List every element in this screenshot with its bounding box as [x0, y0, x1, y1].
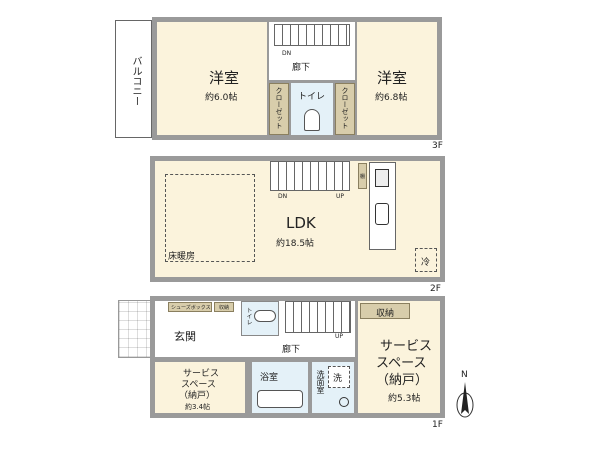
- ldk-name: LDK: [286, 214, 316, 232]
- service-space-right: 収納 サービス スペース （納戸） 約5.3帖: [358, 301, 440, 413]
- toilet-1f: トイレ: [241, 301, 279, 336]
- hall-label: 廊下: [292, 63, 311, 73]
- washroom-label: 洗面室: [316, 370, 325, 394]
- up-label: UP: [335, 333, 344, 340]
- stove-icon: [375, 169, 389, 187]
- room-size: 約6.8帖: [375, 93, 408, 103]
- sink-icon: [339, 397, 349, 407]
- dn-label: DN: [282, 50, 292, 57]
- storage: 収納: [360, 303, 410, 319]
- stairs-2f: [270, 161, 350, 191]
- floor-label-2f: 2F: [430, 284, 441, 294]
- compass-icon: [456, 382, 474, 418]
- sink-icon: [375, 203, 389, 225]
- toilet-icon: [304, 109, 320, 131]
- service-label: サービス: [183, 369, 220, 379]
- storage-small: 収納: [214, 302, 234, 312]
- compass: N: [450, 370, 480, 420]
- hall-label: 廊下: [282, 345, 301, 355]
- bathtub-icon: [257, 390, 303, 408]
- shelf-label: 棚: [360, 174, 366, 180]
- shelf: 棚: [358, 163, 367, 189]
- washer-space: 洗: [328, 366, 350, 388]
- room-name: 洋室: [377, 69, 408, 87]
- toilet-label: トイレ: [245, 307, 252, 325]
- service-label: スペース: [376, 356, 427, 371]
- floor-heating-label: 床暖房: [168, 252, 196, 262]
- fridge-space: 冷: [415, 248, 437, 272]
- room-size: 約6.0帖: [205, 93, 238, 103]
- room-western-right: 洋室 約6.8帖: [357, 22, 437, 135]
- fridge-label: 冷: [421, 258, 431, 268]
- toilet-label: トイレ: [298, 92, 326, 102]
- closet-label: クローゼット: [341, 87, 349, 129]
- floor-heating-area: 床暖房: [165, 174, 255, 262]
- closet-left: クローゼット: [269, 83, 289, 135]
- washer-label: 洗: [333, 374, 343, 384]
- north-label: N: [461, 370, 468, 380]
- service-space-left: サービス スペース （納戸） 約3.4帖: [155, 362, 245, 413]
- service-label: スペース: [181, 380, 216, 390]
- floor-label-1f: 1F: [432, 420, 443, 430]
- balcony-label: バルコニー: [130, 56, 141, 106]
- shoe-box-label: シューズボックス: [171, 305, 211, 311]
- entrance-label: 玄関: [174, 330, 196, 343]
- stairs-3f: [274, 24, 350, 46]
- service-size: 約5.3帖: [388, 394, 421, 404]
- room-western-left: 洋室 約6.0帖: [157, 22, 267, 135]
- balcony: バルコニー: [115, 20, 152, 138]
- bathroom: 浴室: [252, 362, 308, 413]
- floor-label-3f: 3F: [432, 141, 443, 151]
- kitchen-counter: [369, 162, 396, 250]
- toilet-3f: トイレ: [291, 83, 333, 135]
- bath-label: 浴室: [260, 373, 279, 383]
- stairs-1f: [285, 301, 351, 333]
- shoe-box: シューズボックス: [168, 302, 212, 312]
- service-size: 約3.4帖: [185, 403, 211, 411]
- washroom: 洗面室 洗: [312, 362, 354, 413]
- closet-right: クローゼット: [335, 83, 355, 135]
- room-name: 洋室: [209, 69, 240, 87]
- service-label: サービス: [380, 339, 433, 354]
- closet-label: クローゼット: [275, 87, 283, 129]
- service-label: （納戸）: [376, 373, 429, 388]
- dn-label: DN: [278, 193, 288, 200]
- toilet-icon: [254, 310, 276, 322]
- service-label: （納戸）: [179, 391, 216, 401]
- ldk-size: 約18.5帖: [276, 239, 315, 249]
- storage-small-label: 収納: [219, 305, 230, 311]
- storage-label: 収納: [376, 309, 395, 319]
- entrance-porch: [118, 300, 152, 358]
- up-label: UP: [336, 193, 345, 200]
